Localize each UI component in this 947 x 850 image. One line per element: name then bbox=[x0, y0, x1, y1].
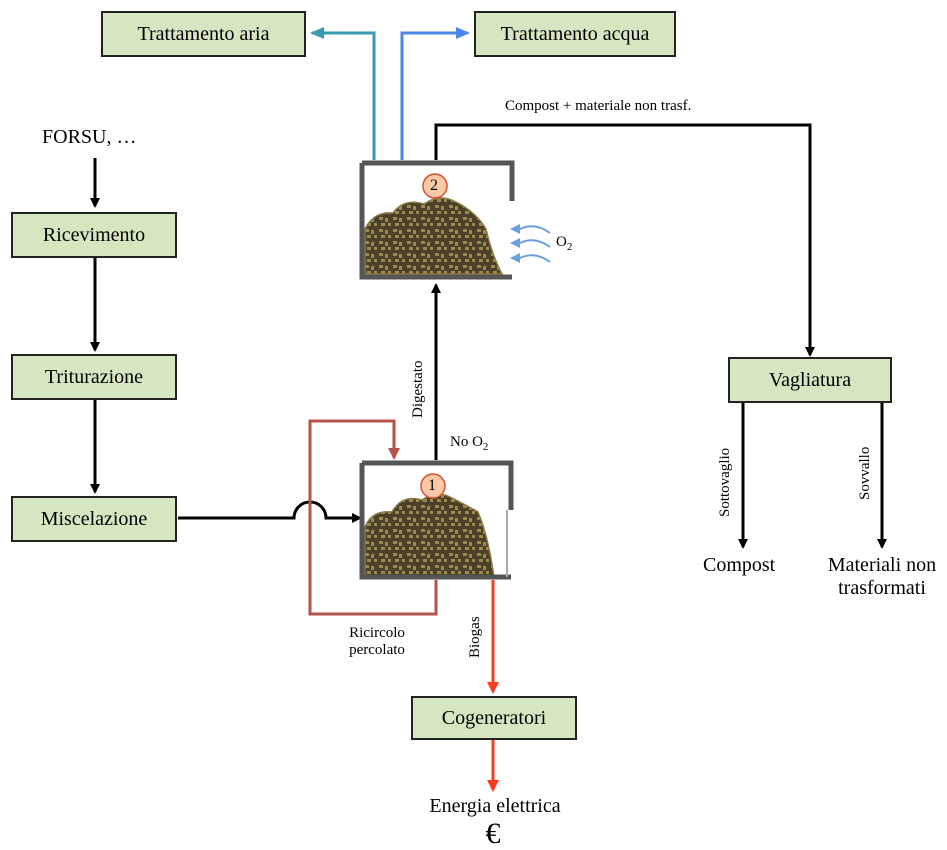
box-miscelazione: Miscelazione bbox=[11, 496, 177, 542]
recirculation-loop bbox=[308, 419, 438, 616]
label-sovvallo: Sovvallo bbox=[857, 446, 873, 500]
arrow-miscelazione-to-reactor1 bbox=[178, 500, 362, 523]
reactor-1 bbox=[359, 460, 514, 580]
box-trattamento-aria: Trattamento aria bbox=[101, 11, 306, 57]
reactor-1-number: 1 bbox=[428, 477, 436, 494]
arrow-compost-to-vagliatura bbox=[434, 123, 815, 357]
reactor-2-number: 2 bbox=[430, 177, 438, 194]
reactor-2-material bbox=[364, 197, 504, 275]
arrow-to-trattamento-acqua bbox=[400, 27, 470, 160]
o2-arrow-3 bbox=[510, 253, 551, 263]
o2-arrow-2 bbox=[510, 238, 551, 248]
box-ricevimento: Ricevimento bbox=[11, 212, 177, 258]
label-sottovaglio: Sottovaglio bbox=[717, 447, 733, 517]
o2-arrow-1 bbox=[510, 224, 551, 234]
materiali-line1: Materiali non bbox=[827, 554, 937, 576]
box-cogeneratori: Cogeneratori bbox=[411, 696, 577, 740]
reactor-1-walls bbox=[359, 460, 514, 580]
label-compost-line: Compost + materiale non trasf. bbox=[505, 98, 692, 114]
label-biogas: Biogas bbox=[467, 616, 483, 658]
label-energia: Energia elettrica bbox=[429, 795, 561, 817]
label-input: FORSU, … bbox=[42, 126, 137, 148]
reactor-2-walls bbox=[359, 160, 515, 280]
o2-subscript: 2 bbox=[566, 241, 573, 253]
reactor-2-badge bbox=[422, 173, 448, 199]
label-euro: € bbox=[485, 817, 501, 850]
box-triturazione: Triturazione bbox=[11, 354, 177, 400]
o2-text: O bbox=[556, 234, 567, 250]
label-materiali: Materiali non trasformati bbox=[818, 554, 946, 600]
ricircolo-line2: percolato bbox=[349, 642, 405, 658]
reactor-2 bbox=[359, 160, 515, 280]
reactor-1-material bbox=[364, 493, 495, 578]
arrow-to-trattamento-aria bbox=[310, 27, 376, 160]
ricircolo-line1: Ricircolo bbox=[349, 625, 405, 641]
no-o2-subscript: 2 bbox=[482, 441, 489, 453]
box-vagliatura: Vagliatura bbox=[728, 357, 892, 403]
label-ricircolo: Ricircolo percolato bbox=[337, 625, 417, 659]
label-digestato: Digestato bbox=[410, 360, 426, 419]
reactor-1-badge bbox=[420, 473, 446, 499]
label-no-o2: No O2 bbox=[450, 434, 488, 453]
label-o2: O2 bbox=[556, 234, 572, 253]
label-compost: Compost bbox=[703, 554, 776, 576]
materiali-line2: trasformati bbox=[838, 577, 926, 599]
box-trattamento-acqua: Trattamento acqua bbox=[474, 11, 676, 57]
no-o2-text: No O bbox=[450, 434, 483, 450]
